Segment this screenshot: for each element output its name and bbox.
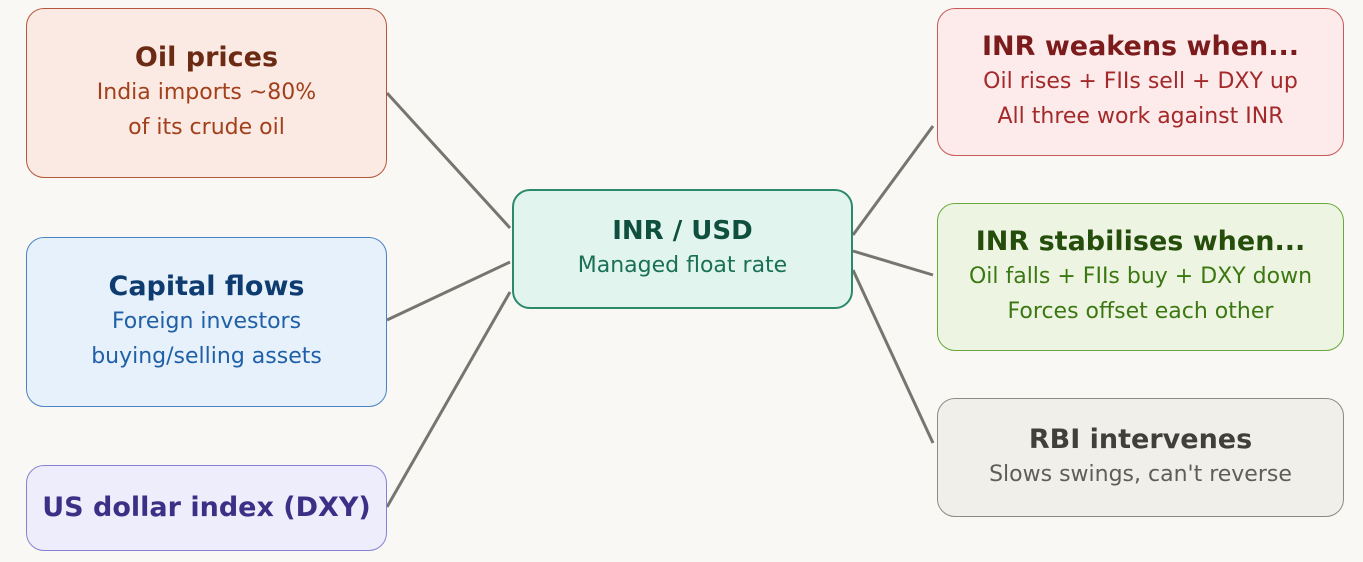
node-title: INR / USD [612,216,753,247]
connector-center-to-rbi [851,269,935,444]
node-inr-usd-center: INR / USD Managed float rate [512,189,853,309]
node-inr-weakens: INR weakens when... Oil rises + FIIs sel… [937,8,1344,156]
node-rbi-intervenes: RBI intervenes Slows swings, can't rever… [937,398,1344,517]
node-subtitle: Oil rises + FIIs sell + DXY up All three… [983,68,1298,129]
node-title: Capital flows [108,270,305,302]
node-title: INR weakens when... [981,30,1299,62]
node-subtitle: Oil falls + FIIs buy + DXY down Forces o… [968,263,1313,324]
connector-center-to-stabilises [852,249,934,277]
connector-capital-to-center [386,260,511,322]
node-subtitle: India imports ~80% of its crude oil [96,79,317,140]
node-subtitle: Foreign investors buying/selling assets [91,308,322,369]
node-oil-prices: Oil prices India imports ~80% of its cru… [26,8,387,178]
connector-center-to-weakens [851,125,935,236]
connector-oil-to-center [385,91,512,230]
node-subtitle: Slows swings, can't reverse [989,461,1292,487]
node-title: INR stabilises when... [975,225,1306,257]
node-title: Oil prices [134,41,279,73]
node-us-dollar-index: US dollar index (DXY) [26,465,387,551]
node-title: US dollar index (DXY) [42,492,371,524]
connector-dxy-to-center [385,291,512,508]
node-capital-flows: Capital flows Foreign investors buying/s… [26,237,387,407]
node-title: RBI intervenes [1028,424,1253,456]
node-inr-stabilises: INR stabilises when... Oil falls + FIIs … [937,203,1344,351]
node-subtitle: Managed float rate [577,252,788,278]
